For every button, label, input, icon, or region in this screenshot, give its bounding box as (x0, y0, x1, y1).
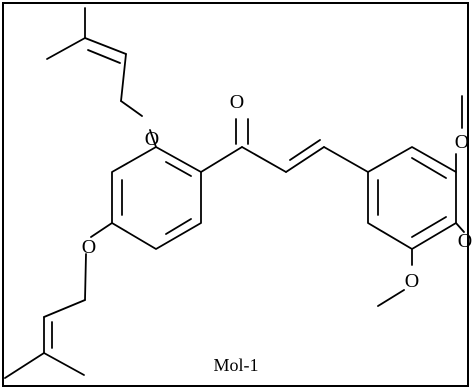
figure-frame (2, 2, 469, 387)
ortho-ether-oxygen-label: O (145, 128, 159, 150)
para-prenyloxy-chain (4, 222, 113, 379)
methoxy-groups (377, 95, 465, 307)
right-benzene-ring (367, 146, 457, 250)
para-ether-oxygen-label: O (82, 236, 96, 258)
ortho-prenyloxy-chain (46, 7, 157, 148)
carbonyl-oxygen-label: O (230, 91, 244, 113)
molecule-caption: Mol-1 (214, 355, 259, 375)
methoxy-oxygen-bottom-label: O (405, 270, 419, 292)
methoxy-oxygen-top-label: O (455, 131, 469, 153)
left-benzene-ring (111, 146, 202, 250)
enone-chain (200, 118, 369, 173)
methoxy-oxygen-middle-label: O (458, 230, 472, 252)
